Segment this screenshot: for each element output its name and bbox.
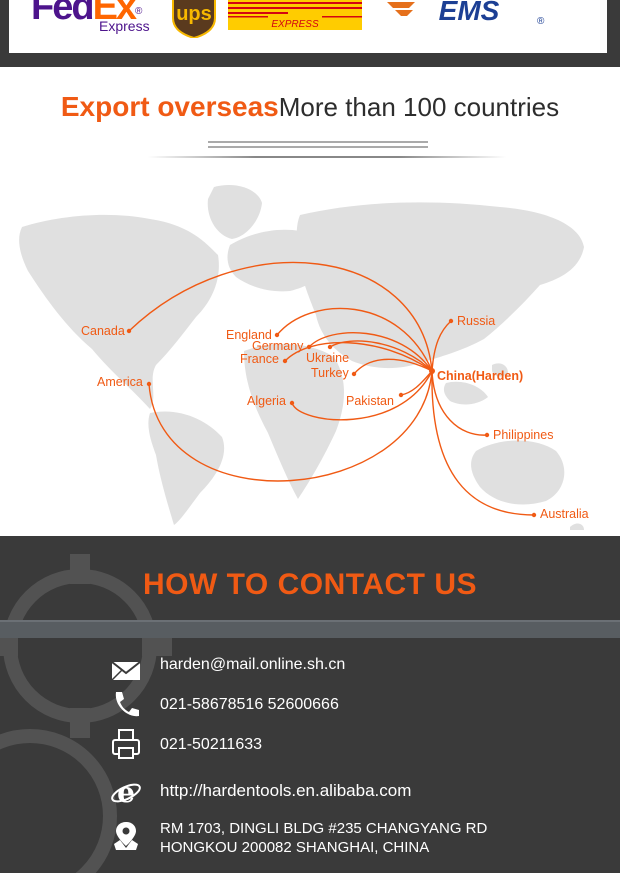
map-label-canada: Canada [81, 324, 125, 338]
dhl-logo: EXPRESS [228, 0, 362, 30]
map-label-turkey: Turkey [311, 366, 349, 380]
map-label-france: France [240, 352, 279, 366]
fedex-logo: FedEx® [31, 0, 143, 28]
world-landmass [19, 184, 584, 530]
contact-title: HOW TO CONTACT US [142, 568, 478, 601]
map-label-russia: Russia [457, 314, 495, 328]
export-title-rest: More than 100 countries [278, 92, 560, 122]
map-label-pakistan: Pakistan [346, 394, 394, 408]
export-title-highlight: Export overseas [60, 91, 279, 122]
route-endpoints [126, 318, 537, 518]
map-label-china: China(Harden) [437, 369, 523, 383]
envelope-icon [111, 661, 141, 681]
route-russia [431, 320, 452, 372]
fax-number: 021-50211633 [160, 736, 263, 753]
route-canada [128, 261, 433, 372]
contact-section: HOW TO CONTACT US harden@mail.online.sh.… [0, 536, 620, 873]
address-text: RM 1703, DINGLI BLDG #235 CHANGYANG RD H… [160, 819, 487, 857]
shipping-routes [128, 261, 535, 516]
headline-divider [148, 156, 506, 158]
route-turkey [353, 358, 433, 375]
map-label-algeria: Algeria [247, 394, 286, 408]
svg-text:EXPRESS: EXPRESS [271, 19, 319, 30]
route-england [276, 307, 433, 372]
ems-logo: EMS ® [387, 0, 545, 27]
world-route-map: China(Harden) Canada England Germany Fra… [19, 184, 589, 530]
carrier-logo-panel: FedEx® Express ups EXPRESS EMS ® [9, 0, 607, 53]
map-label-ukraine: Ukraine [306, 351, 349, 365]
svg-text:ups: ups [176, 3, 212, 25]
route-germany [308, 332, 433, 372]
fax-icon [112, 729, 140, 759]
carrier-strip: FedEx® Express ups EXPRESS EMS ® [0, 0, 620, 67]
gear-watermark-icon [0, 554, 172, 873]
svg-text:EMS: EMS [439, 0, 500, 26]
section-divider-bar [0, 620, 620, 638]
svg-text:e: e [117, 776, 135, 808]
ups-logo: ups [172, 0, 216, 38]
email-link[interactable]: harden@mail.online.sh.cn [160, 656, 346, 673]
route-algeria [291, 370, 433, 421]
export-section: Export overseasMore than 100 countries [0, 67, 620, 536]
website-link[interactable]: http://hardentools.en.alibaba.com [160, 781, 412, 800]
route-pakistan [400, 370, 433, 396]
map-label-england: England [226, 328, 272, 342]
map-label-germany: Germany [252, 339, 304, 353]
phone-number: 021-58678516 52600666 [160, 696, 339, 713]
address-line-2: HONGKOU 200082 SHANGHAI, CHINA [160, 839, 430, 856]
route-australia [431, 370, 535, 516]
route-ukraine [329, 340, 433, 372]
map-label-philippines: Philippines [493, 428, 553, 442]
route-america [148, 370, 433, 482]
route-philippines [431, 370, 488, 436]
address-line-1: RM 1703, DINGLI BLDG #235 CHANGYANG RD [160, 820, 488, 837]
map-label-australia: Australia [540, 507, 589, 521]
route-france [284, 341, 433, 372]
fine-print-lines [208, 138, 428, 152]
export-headline: Export overseasMore than 100 countries [0, 91, 620, 123]
phone-icon [115, 692, 139, 717]
svg-text:®: ® [537, 16, 545, 27]
internet-explorer-icon: e [111, 776, 141, 808]
fedex-express-text: Express [99, 18, 150, 34]
map-label-america: America [97, 375, 143, 389]
location-pin-icon [114, 822, 138, 850]
